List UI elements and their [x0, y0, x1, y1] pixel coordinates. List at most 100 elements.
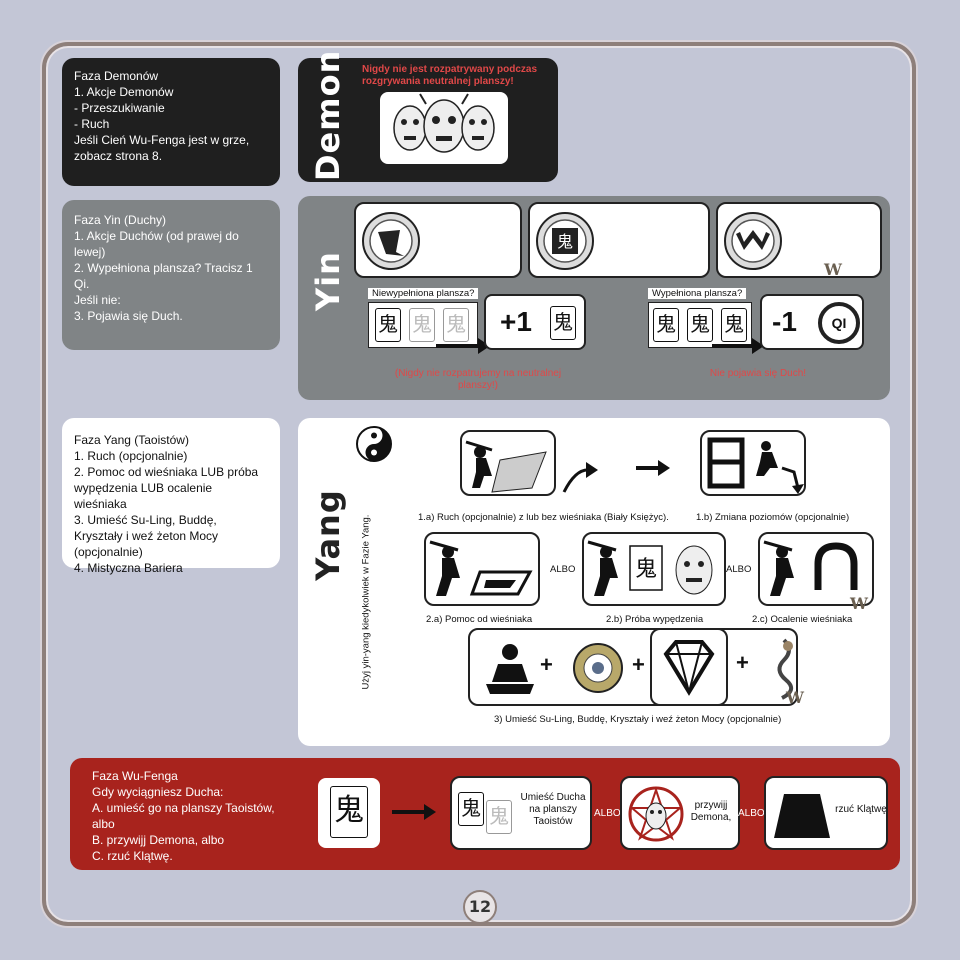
or-label-2: ALBO	[726, 564, 752, 575]
yang-line: 4. Mistyczna Bariera	[74, 561, 183, 575]
ghost-tile-faded: 鬼	[486, 800, 512, 834]
move-card	[460, 430, 556, 496]
ability-haunting-text: Duch(y) z umiejętnością Nawiedzania	[436, 213, 512, 253]
yin-phase-title: Faza Yin (Duchy)	[74, 213, 167, 227]
demon-line: - Ruch	[74, 117, 110, 131]
minus-one-text: -1	[772, 306, 797, 337]
ghost-tile: 鬼	[721, 308, 747, 342]
curse-card: rzuć Klątwę	[764, 776, 888, 850]
wufeng-line: A. umieść go na planszy Taoistów, albo	[92, 801, 275, 831]
villager-help-icon	[429, 540, 533, 596]
full-tiles: 鬼 鬼 鬼	[648, 302, 752, 348]
w-mark-icon: W	[786, 688, 804, 707]
yin-panel: Yin Duch(y) z umiejętnością Nawiedzania …	[298, 196, 890, 400]
plus-sign: +	[540, 652, 553, 677]
yang-vertical-title: Yang	[309, 489, 347, 581]
step-1a-label: 1.a) Ruch (opcjonalnie) z lub bez wieśni…	[418, 512, 669, 523]
yin-line: 3. Pojawia się Duch.	[74, 309, 183, 323]
yin-line: Jeśli nie:	[74, 293, 121, 307]
full-group: Wypełniona plansza? 鬼 鬼 鬼 -1 QI	[644, 284, 874, 356]
step-3-label: 3) Umieść Su-Ling, Buddę, Kryształy i we…	[494, 714, 782, 725]
ghost-tile-faded: 鬼	[443, 308, 469, 342]
full-note: Nie pojawia się Duch!	[709, 368, 807, 379]
yin-line: 1. Akcje Duchów (od prawej do lewej)	[74, 229, 239, 259]
plus-one-text: +1	[500, 306, 532, 337]
step-2c-label: 2.c) Ocalenie wieśniaka	[752, 614, 853, 625]
torment-icon: 鬼	[536, 212, 594, 270]
wufeng-line: C. rzuć Klątwę.	[92, 849, 173, 863]
demon-masks-card	[380, 92, 508, 164]
yang-line: 2. Pomoc od wieśniaka LUB próba wypędzen…	[74, 465, 259, 511]
page-number: 12	[463, 890, 497, 924]
demon-line: zobacz strona 8.	[74, 149, 163, 163]
su-ling-token-icon	[573, 643, 623, 693]
not-full-label: Niewypełniona plansza?	[368, 288, 479, 299]
yin-vertical-title: Yin	[309, 251, 347, 311]
step-1b-label: 1.b) Zmiana poziomów (opcjonalnie)	[696, 512, 850, 523]
not-full-note: (Nigdy nie rozpatrujemy na neutralnej pl…	[394, 368, 562, 391]
wufeng-line: B. przywijj Demona, albo	[92, 833, 225, 847]
ghost-tile: 鬼	[653, 308, 679, 342]
level-change-card	[700, 430, 806, 496]
wufeng-panel: Faza Wu-Fenga Gdy wyciągniesz Ducha: A. …	[70, 758, 900, 870]
full-label: Wypełniona plansza?	[648, 288, 747, 299]
plus-sign: +	[736, 650, 749, 675]
demon-line: 1. Akcje Demonów	[74, 85, 174, 99]
step-2a-label: 2.a) Pomoc od wieśniaka	[426, 614, 533, 625]
villager-help-card	[424, 532, 540, 606]
ghost-tile-faded: 鬼	[409, 308, 435, 342]
demon-masks-icon	[393, 93, 495, 153]
arrow-icon	[436, 338, 490, 354]
page-number-text: 12	[468, 897, 492, 916]
ability-torment-text: Duch(y) z umiejętnością Dręczenia	[614, 213, 690, 253]
drawn-ghost-card: 鬼	[318, 778, 380, 848]
place-ghost-text: Umieść Ducha na planszy Taoistów	[520, 792, 586, 827]
crystal-card	[650, 628, 728, 706]
taoist-move-icon	[465, 440, 547, 493]
ghost-tile: 鬼	[550, 306, 576, 340]
yin-yang-icon	[356, 426, 392, 462]
page-frame	[42, 42, 916, 926]
yin-line: 2. Wypełniona plansza? Tracisz 1 Qi.	[74, 261, 253, 291]
yang-phase-box: Faza Yang (Taoistów) 1. Ruch (opcjonalni…	[62, 418, 280, 575]
ghost-tile: 鬼	[375, 308, 401, 342]
yang-line: 1. Ruch (opcjonalnie)	[74, 449, 188, 463]
ability-haunting-card: Duch(y) z umiejętnością Nawiedzania	[354, 202, 522, 278]
wufeng-or-2: ALBO	[738, 808, 765, 819]
wufeng-phase-text: Faza Wu-Fenga Gdy wyciągniesz Ducha: A. …	[92, 768, 292, 864]
placement-card: + +	[468, 628, 798, 706]
demon-panel: Demon Nigdy nie jest rozpatrywany podcza…	[298, 49, 558, 182]
summon-demon-card: przywijj Demona,	[620, 776, 740, 850]
demon-line: Jeśli Cień Wu-Fenga jest w grze,	[74, 133, 250, 147]
wufeng-or-1: ALBO	[594, 808, 621, 819]
step-2b-label: 2.b) Próba wypędzenia	[606, 614, 704, 625]
yang-phase-title: Faza Yang (Taoistów)	[74, 433, 189, 447]
level-change-icon	[707, 437, 804, 494]
not-full-tiles: 鬼 鬼 鬼	[368, 302, 478, 348]
ghost-tile: 鬼	[330, 786, 368, 838]
yin-phase-box: Faza Yin (Duchy) 1. Akcje Duchów (od pra…	[62, 200, 280, 350]
ghost-tile: 鬼	[458, 792, 484, 826]
w-mark-icon: W	[824, 260, 842, 279]
curse-text: rzuć Klątwę	[835, 804, 887, 815]
haunting-icon	[362, 212, 420, 270]
curved-arrow-icon	[562, 462, 598, 493]
or-label-1: ALBO	[550, 564, 576, 575]
plus-sign: +	[632, 652, 645, 677]
demon-line: - Przeszukiwanie	[74, 101, 165, 115]
devour-icon	[724, 212, 782, 270]
ability-torment-card: 鬼 Duch(y) z umiejętnością Dręczenia	[528, 202, 710, 278]
not-full-group: Niewypełniona plansza? 鬼 鬼 鬼 +1 鬼	[364, 284, 590, 356]
demon-warning: Nigdy nie jest rozpatrywany podczas rozg…	[362, 64, 538, 87]
summon-demon-icon	[628, 786, 684, 842]
rescue-icon	[763, 540, 858, 596]
qi-token-icon: QI	[818, 302, 860, 344]
crystal-icon	[663, 640, 715, 696]
minus-qi-card: -1 QI	[760, 294, 864, 350]
summon-demon-text: przywijj Demona,	[690, 800, 732, 823]
arrow-icon	[712, 338, 764, 354]
demon-vertical-title: Demon	[309, 49, 347, 181]
wufeng-phase-title: Faza Wu-Fenga	[92, 769, 178, 783]
yang-panel: Yang Użyj yin-yang kiedykolwiek w Fazie …	[298, 418, 890, 746]
arrow-icon	[392, 804, 436, 820]
